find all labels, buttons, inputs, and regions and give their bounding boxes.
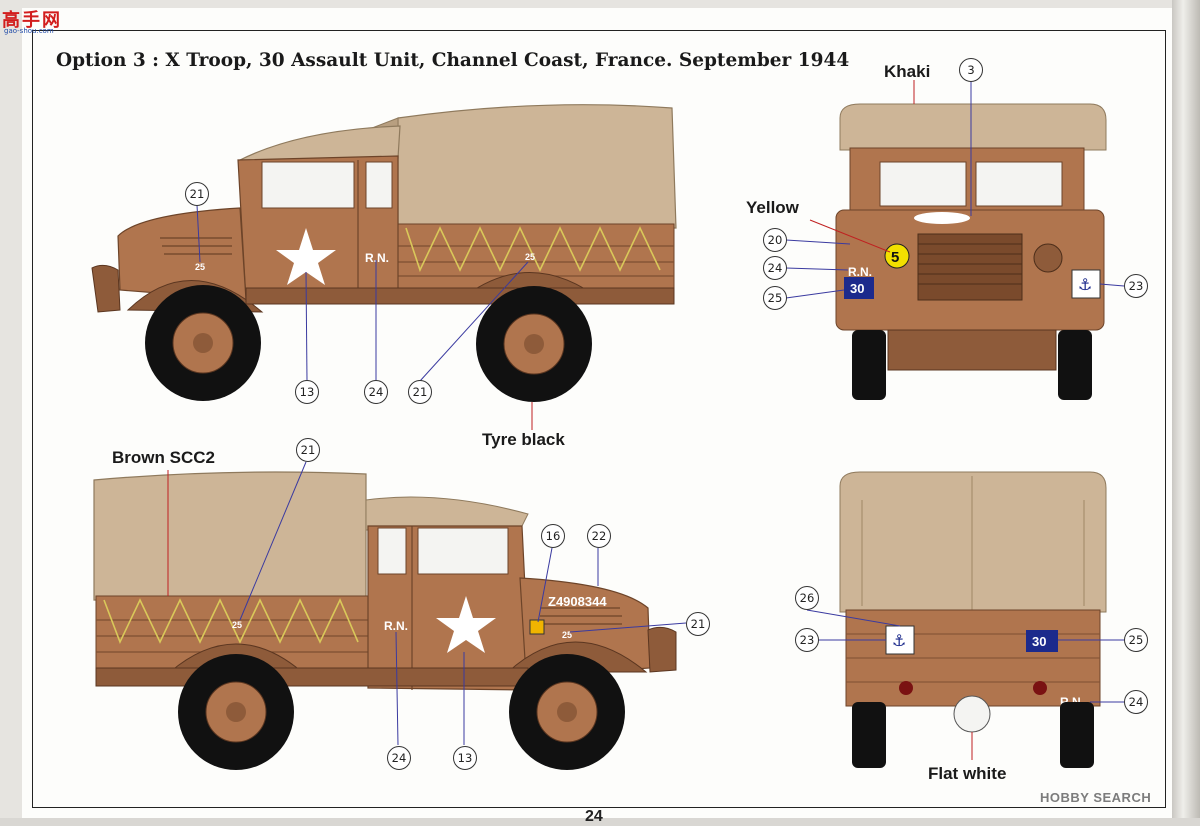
callout-tyre-black: Tyre black bbox=[482, 430, 565, 449]
registration-number: Z4908344 bbox=[548, 594, 607, 609]
front-axle bbox=[887, 329, 1057, 371]
front-30-mark: 30 bbox=[850, 281, 864, 296]
rear-anchor-plate bbox=[885, 625, 915, 655]
callout-yellow: Yellow bbox=[746, 198, 799, 217]
radiator-grille bbox=[917, 233, 1023, 301]
rear-right-tyre bbox=[1060, 702, 1094, 768]
callout-khaki: Khaki bbox=[884, 62, 931, 81]
windscreen-2 bbox=[417, 527, 509, 575]
decal-number: 20 bbox=[763, 228, 787, 252]
bridge-number: 5 bbox=[891, 249, 899, 266]
decal-number: 22 bbox=[587, 524, 611, 548]
decal-number: 13 bbox=[453, 746, 477, 770]
decal-number: 3 bbox=[959, 58, 983, 82]
front-right-tyre bbox=[1058, 330, 1092, 400]
decal-number: 24 bbox=[1124, 690, 1148, 714]
anchor-symbol: ⚓ bbox=[1078, 275, 1092, 294]
decal-number: 21 bbox=[408, 380, 432, 404]
decal-number: 16 bbox=[541, 524, 565, 548]
tilt-ropes-2 bbox=[103, 598, 359, 645]
front-windscreen-left bbox=[879, 161, 967, 207]
rear-30-mark: 30 bbox=[1032, 634, 1046, 649]
rear-30-plate bbox=[1026, 630, 1058, 652]
hobby-search-watermark: HOBBY SEARCH bbox=[1040, 790, 1152, 805]
front-bumper bbox=[91, 264, 121, 313]
front-rn-mark: R.N. bbox=[848, 265, 872, 279]
decal-number: 24 bbox=[763, 256, 787, 280]
side-view-right-facing: R.N. Z4908344 25 25 bbox=[93, 471, 677, 770]
front-30-plate bbox=[844, 277, 874, 299]
chassis bbox=[245, 287, 675, 305]
decal-number: 25 bbox=[763, 286, 787, 310]
rear-25-mark: 25 bbox=[525, 252, 535, 262]
callout-flat-white: Flat white bbox=[928, 764, 1007, 783]
canvas-tilt-2 bbox=[93, 471, 367, 601]
cab-roof bbox=[239, 125, 401, 163]
page-frame bbox=[32, 30, 1166, 808]
cab-roof-2 bbox=[365, 496, 529, 531]
differential-white bbox=[953, 695, 991, 733]
logo-text: 高手网 bbox=[2, 10, 62, 31]
rear-anchor-symbol: ⚓ bbox=[892, 631, 906, 650]
front-bumper-2 bbox=[647, 626, 677, 673]
rear-canvas bbox=[839, 471, 1107, 613]
decal-number: 21 bbox=[185, 182, 209, 206]
decal-number: 24 bbox=[387, 746, 411, 770]
bridge-plate bbox=[884, 243, 910, 269]
front-view: 5 R.N. 30 ⚓ bbox=[835, 103, 1107, 400]
decal-number: 21 bbox=[296, 438, 320, 462]
decal-number: 21 bbox=[686, 612, 710, 636]
rear-left-tyre bbox=[852, 702, 886, 768]
tilt-ropes bbox=[405, 226, 661, 273]
decal-number: 26 bbox=[795, 586, 819, 610]
chassis-2 bbox=[95, 667, 529, 687]
bonnet-25-mark: 25 bbox=[195, 262, 205, 272]
decal-number: 24 bbox=[364, 380, 388, 404]
allied-star-2 bbox=[436, 596, 496, 653]
front-left-tyre bbox=[852, 330, 886, 400]
site-logo: 高手网 gao-shou.com bbox=[0, 0, 78, 36]
side-window bbox=[365, 161, 393, 209]
logo-url: gao-shou.com bbox=[4, 27, 54, 35]
anchor-plate bbox=[1071, 269, 1101, 299]
front-windscreen-right bbox=[975, 161, 1063, 207]
unit-sign bbox=[529, 619, 545, 635]
rear-view: ⚓ 30 R.N. bbox=[839, 471, 1107, 768]
bonnet-25-mark-2: 25 bbox=[562, 630, 572, 640]
front-canvas bbox=[839, 103, 1107, 151]
page-title: Option 3 : X Troop, 30 Assault Unit, Cha… bbox=[56, 50, 850, 71]
rn-mark-2: R.N. bbox=[384, 619, 408, 633]
headlamp bbox=[1033, 243, 1063, 273]
left-tail-lamp bbox=[899, 681, 913, 695]
right-tail-lamp bbox=[1033, 681, 1047, 695]
bonnet-star bbox=[914, 212, 970, 224]
decal-number: 25 bbox=[1124, 628, 1148, 652]
page-number: 24 bbox=[585, 808, 603, 825]
leader-lines bbox=[167, 80, 1125, 760]
side-view-left-facing: R.N. 25 25 bbox=[91, 104, 677, 402]
book-spine bbox=[1172, 0, 1200, 818]
decal-number: 23 bbox=[1124, 274, 1148, 298]
rn-mark: R.N. bbox=[365, 251, 389, 265]
side-window-2 bbox=[377, 527, 407, 575]
windscreen bbox=[261, 161, 355, 209]
canvas-tilt bbox=[397, 104, 677, 229]
decal-number: 13 bbox=[295, 380, 319, 404]
callout-brown: Brown SCC2 bbox=[112, 448, 215, 467]
allied-star bbox=[276, 228, 336, 285]
decal-number: 23 bbox=[795, 628, 819, 652]
rear-25-mark-2: 25 bbox=[232, 620, 242, 630]
